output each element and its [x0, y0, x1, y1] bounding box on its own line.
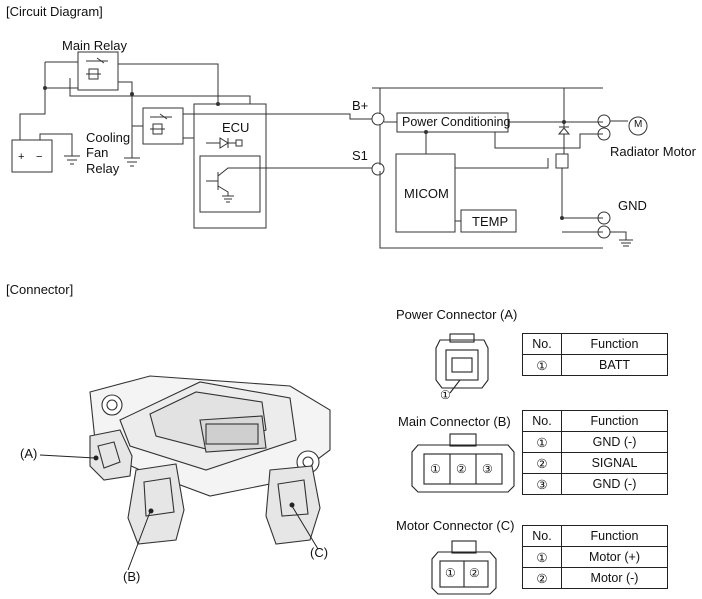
circuit-section-title: [Circuit Diagram]: [6, 4, 103, 19]
pin-number: ②: [522, 452, 562, 474]
header-no: No.: [522, 525, 562, 547]
motor-connector-title: Motor Connector (C): [396, 518, 515, 533]
main-connector-table: No. Function ① GND (-) ② SIGNAL ③ GND (-…: [522, 410, 668, 495]
ecu-box: [193, 103, 267, 229]
main-relay-box: [77, 51, 119, 91]
radiator-motor-label: Radiator Motor: [610, 144, 696, 159]
cooling-fan-relay-label-line3: Relay: [86, 161, 120, 176]
header-function: Function: [561, 333, 668, 355]
pin-function: Motor (-): [561, 567, 668, 589]
b-plus-terminal: [371, 112, 385, 126]
table-row: ① BATT: [522, 354, 668, 376]
connector-c-pin-1: ①: [445, 566, 456, 580]
battery-symbol: [11, 139, 53, 173]
cooling-fan-relay-label-line2: Fan: [86, 145, 109, 160]
connector-c-pin-2: ②: [469, 566, 480, 580]
motor-connector-table: No. Function ① Motor (+) ② Motor (-): [522, 525, 668, 589]
cooling-fan-relay-label-line1: Cooling: [86, 130, 131, 145]
cooling-fan-relay-box: [142, 107, 184, 145]
temp-label: TEMP: [472, 214, 509, 229]
header-no: No.: [522, 410, 562, 432]
main-relay-label: Main Relay: [62, 38, 128, 53]
connector-b-pin-1: ①: [430, 462, 441, 476]
table-row: ② Motor (-): [522, 567, 668, 589]
connector-a-pin-marker: ①: [440, 388, 451, 402]
pin-function: BATT: [561, 354, 668, 376]
connector-section-title: [Connector]: [6, 282, 74, 297]
s1-terminal: [371, 162, 385, 176]
pin-number: ②: [522, 567, 562, 589]
main-connector-b-face: [411, 433, 515, 493]
callout-a: (A): [20, 446, 38, 461]
pin-function: GND (-): [561, 473, 668, 495]
motor-connector-c-face: [431, 540, 497, 595]
header-no: No.: [522, 333, 562, 355]
battery-minus-label: −: [36, 151, 43, 163]
header-function: Function: [561, 525, 668, 547]
gnd-label: GND: [618, 198, 647, 213]
pin-number: ③: [522, 473, 562, 495]
header-function: Function: [561, 410, 668, 432]
pin-number: ①: [522, 354, 562, 376]
power-connector-table: No. Function ① BATT: [522, 333, 668, 376]
motor-symbol-label: M: [634, 119, 643, 130]
cooling-fan-controller-illustration: [89, 375, 331, 545]
gnd-terminal-1: [597, 211, 611, 225]
callout-b: (B): [123, 569, 141, 584]
connector-b-pin-3: ③: [482, 462, 493, 476]
micom-label: MICOM: [404, 186, 449, 201]
motor-symbol: [628, 116, 648, 136]
ecu-label: ECU: [222, 120, 250, 135]
table-row: ② SIGNAL: [522, 452, 668, 474]
table-row: ① GND (-): [522, 431, 668, 453]
connector-b-pin-2: ②: [456, 462, 467, 476]
power-conditioning-label: Power Conditioning: [402, 115, 511, 129]
pin-number: ①: [522, 431, 562, 453]
main-connector-title: Main Connector (B): [398, 414, 511, 429]
table-row: ① Motor (+): [522, 546, 668, 568]
pin-function: SIGNAL: [561, 452, 668, 474]
pin-number: ①: [522, 546, 562, 568]
pin-function: GND (-): [561, 431, 668, 453]
power-connector-a-face: [435, 333, 489, 394]
pin-function: Motor (+): [561, 546, 668, 568]
battery-plus-label: +: [18, 151, 25, 163]
b-plus-label: B+: [352, 98, 369, 113]
s1-label: S1: [352, 148, 368, 163]
table-row: ③ GND (-): [522, 473, 668, 495]
motor-plus-terminal: [597, 114, 611, 128]
power-connector-title: Power Connector (A): [396, 307, 518, 322]
motor-minus-terminal: [597, 127, 611, 141]
callout-c: (C): [310, 545, 329, 560]
